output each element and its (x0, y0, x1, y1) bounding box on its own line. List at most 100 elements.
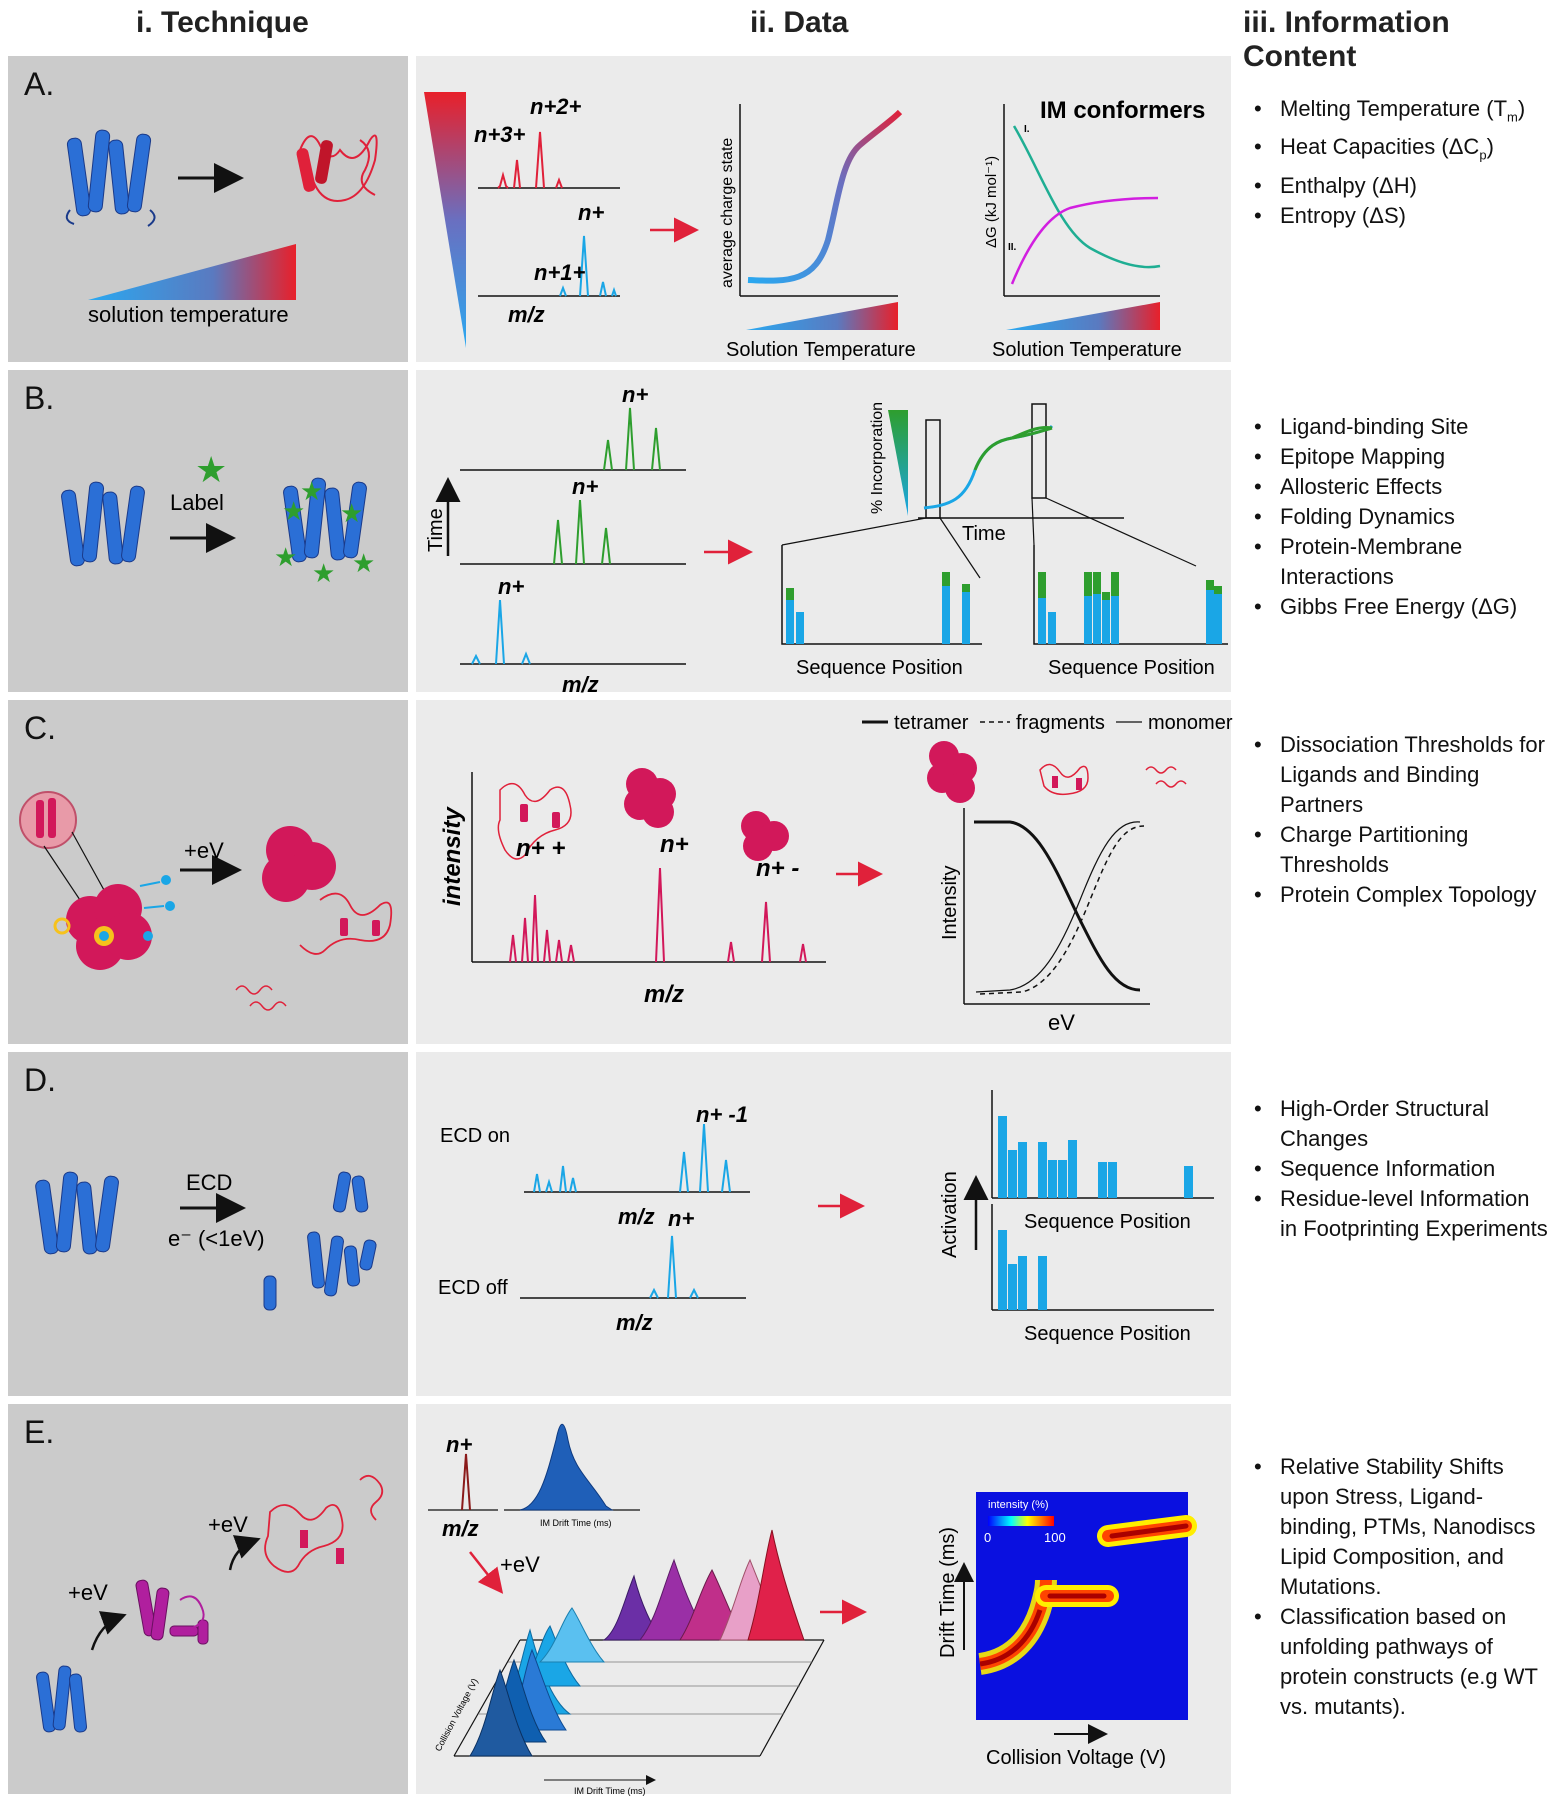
panel-e-technique-art (36, 1474, 384, 1733)
panel-d-ecd: ECD (186, 1170, 232, 1195)
panel-a-roman-ii: II. (1008, 242, 1017, 253)
star-icon: ★ (340, 498, 363, 528)
panel-a-spectrum-top (478, 131, 620, 189)
panel-a-ion-n: n+ (578, 200, 604, 225)
info-a-item: Melting Temperature (Tm) (1254, 94, 1550, 132)
panel-e-drift-small: IM Drift Time (ms) (540, 1518, 612, 1528)
panel-a-dg-plot (1003, 104, 1161, 330)
panel-e-collision-axis: Collision Voltage (V) (986, 1747, 1166, 1769)
info-e-item: Classification based on unfolding pathwa… (1254, 1602, 1550, 1722)
panel-e-heatmap (954, 1492, 1197, 1744)
panel-b-label: B. (24, 380, 55, 416)
panel-b-seq1: Sequence Position (796, 657, 963, 679)
panel-e-drift-axis: Drift Time (ms) (937, 1527, 959, 1658)
panel-c-intensity2: Intensity (939, 866, 961, 940)
panel-a-protein-folded (65, 129, 156, 227)
panel-c-spectrum (471, 768, 826, 963)
panel-a-ion-n1: n+1+ (534, 260, 586, 285)
panel-a-label: A. (24, 66, 55, 102)
panel-a-xaxis2: Solution Temperature (992, 339, 1182, 361)
info-e: Relative Stability Shifts upon Stress, L… (1250, 1452, 1550, 1722)
info-c-item: Protein Complex Topology (1254, 880, 1550, 910)
panel-e-drift-small2: IM Drift Time (ms) (574, 1786, 646, 1796)
panel-b-incorp-axis: % Incorporation (869, 402, 886, 514)
info-d-item: Sequence Information (1254, 1154, 1550, 1184)
panel-a-im-title: IM conformers (1040, 97, 1205, 124)
panel-d-label: D. (24, 1062, 56, 1098)
panel-d-ion-bot: n+ (668, 1206, 694, 1231)
panel-e-waterfall (453, 1529, 867, 1785)
panel-d-electron: e⁻ (<1eV) (168, 1226, 265, 1251)
panel-c-legend-tetramer: tetramer (894, 712, 969, 734)
panel-d-protein (35, 1171, 119, 1255)
info-a-item: Entropy (ΔS) (1254, 201, 1550, 231)
panel-c-legend-monomer: monomer (1148, 712, 1233, 734)
info-c-item: Dissociation Thresholds for Ligands and … (1254, 730, 1550, 820)
panel-b-label-text: Label (170, 490, 224, 515)
panel-b-mz: m/z (562, 672, 599, 697)
panel-d-ecd-off: ECD off (438, 1277, 508, 1299)
panel-d-data (416, 1052, 1231, 1396)
panel-c-intensity-axis: intensity (439, 806, 466, 906)
info-b-item: Epitope Mapping (1254, 442, 1550, 472)
panel-a-xaxis1: Solution Temperature (726, 339, 916, 361)
panel-c-legend-fragments: fragments (1016, 712, 1105, 734)
panel-d-seq2: Sequence Position (1024, 1323, 1191, 1345)
panel-c-ion1: n+ + (516, 835, 565, 862)
panel-d-mz1: m/z (618, 1204, 655, 1229)
panel-a-roman-i: I. (1024, 124, 1030, 135)
star-icon: ★ (352, 548, 375, 578)
panel-c-label: C. (24, 710, 56, 746)
panel-a-ion-n2: n+2+ (530, 94, 582, 119)
panel-b-time2: Time (962, 523, 1006, 545)
panel-b-seq2: Sequence Position (1048, 657, 1215, 679)
info-b-item: Allosteric Effects (1254, 472, 1550, 502)
panel-e-colorbar-title: intensity (%) (988, 1499, 1049, 1511)
panel-b-time-axis: Time (425, 508, 447, 552)
panel-a-temp-wedge (88, 244, 296, 300)
panel-c-ion2: n+ (660, 831, 689, 858)
panel-b-ion-1: n+ (622, 382, 648, 407)
panel-b-protein-labeled: ★ ★ ★ ★ ★ ★ (274, 476, 375, 588)
panel-a-temp-label: solution temperature (88, 302, 289, 327)
panel-b-protein-unlabeled (61, 481, 145, 567)
panel-d-technique: D. (8, 1052, 408, 1396)
header-technique: i. Technique (136, 6, 309, 39)
panel-e-ion: n+ (446, 1432, 472, 1457)
info-d: High-Order Structural Changes Sequence I… (1250, 1094, 1550, 1244)
info-c-item: Charge Partitioning Thresholds (1254, 820, 1550, 880)
panel-c-data (416, 700, 1231, 1044)
info-d-item: High-Order Structural Changes (1254, 1094, 1550, 1154)
star-icon: ★ (282, 496, 305, 526)
panel-b-incorp-plot (781, 403, 1228, 645)
info-b-item: Folding Dynamics (1254, 502, 1550, 532)
panel-d-seq1: Sequence Position (1024, 1211, 1191, 1233)
star-icon: ★ (195, 449, 227, 490)
star-icon: ★ (312, 558, 335, 588)
panel-e-ev3: +eV (500, 1552, 540, 1577)
panel-e-ms-im (428, 1423, 640, 1594)
panel-a-protein-unfolded (296, 134, 378, 202)
info-d-item: Residue-level Information in Footprintin… (1254, 1184, 1550, 1244)
panel-c-ev-plot (927, 741, 1187, 1005)
info-b-item: Gibbs Free Energy (ΔG) (1254, 592, 1550, 622)
panel-a-ion-n3: n+3+ (474, 122, 526, 147)
info-b: Ligand-binding Site Epitope Mapping Allo… (1250, 412, 1550, 622)
panel-e-ev1: +eV (68, 1580, 108, 1605)
panel-d-activation-axis: Activation (939, 1171, 961, 1258)
panel-d-ecd-on: ECD on (440, 1125, 510, 1147)
panel-c-technique: C. (8, 700, 408, 1044)
panel-a-charge-axis: average charge state (719, 138, 736, 288)
panel-d-activation-plot (963, 1090, 1214, 1311)
panel-b-spectra (435, 407, 686, 665)
info-a: Melting Temperature (Tm) Heat Capacities… (1250, 94, 1550, 231)
panel-e-collision-small: Collision Voltage (V) (433, 1677, 480, 1753)
panel-e-ev2: +eV (208, 1512, 248, 1537)
panel-d-ion-top: n+ -1 (696, 1102, 748, 1127)
panel-b-ion-2: n+ (572, 474, 598, 499)
info-a-item: Heat Capacities (ΔCp) (1254, 132, 1550, 170)
panel-a-data (416, 56, 1231, 362)
panel-c-ion3: n+ - (756, 855, 799, 882)
panel-e-label: E. (24, 1414, 55, 1450)
